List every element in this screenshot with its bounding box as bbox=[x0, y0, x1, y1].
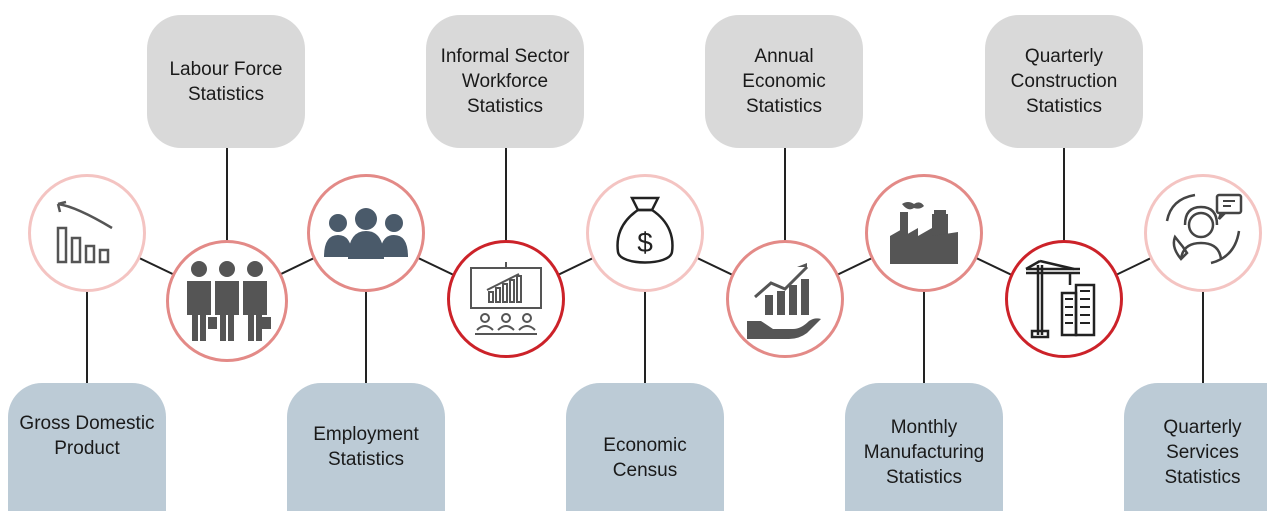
growth-chart-hand-icon bbox=[747, 263, 821, 339]
topic-label-line: Statistics bbox=[1164, 466, 1241, 488]
topic-label-line: Annual bbox=[754, 46, 814, 67]
declining-bar-chart-icon bbox=[56, 200, 113, 264]
money-bag-icon: $ bbox=[616, 196, 674, 264]
topic-label-line: Monthly bbox=[890, 416, 958, 438]
team-people-icon bbox=[324, 208, 408, 259]
node-gross-domestic-product bbox=[28, 174, 146, 292]
construction-crane-icon bbox=[1025, 259, 1096, 339]
node-employment-statistics bbox=[307, 174, 425, 292]
topic-label-line: Statistics bbox=[466, 96, 544, 117]
topic-label-line: Economic bbox=[742, 71, 826, 92]
topic-label-line: Construction bbox=[1010, 71, 1118, 92]
node-monthly-manufacturing-statistics bbox=[865, 174, 983, 292]
topic-label-line: Quarterly bbox=[1163, 416, 1242, 438]
topic-label-line: Workforce bbox=[461, 71, 549, 92]
topic-label-line: Services bbox=[1166, 441, 1239, 463]
topic-label-line: Gross Domestic bbox=[19, 413, 155, 434]
topic-label-line: Statistics bbox=[327, 449, 405, 470]
topic-label-line: Manufacturing bbox=[863, 441, 985, 463]
topic-label-line: Product bbox=[54, 438, 120, 459]
topic-label-line: Economic bbox=[603, 435, 687, 456]
topic-label-line: Statistics bbox=[745, 96, 823, 117]
node-quarterly-services-statistics bbox=[1144, 174, 1262, 292]
topic-label-line: Statistics bbox=[1025, 96, 1103, 117]
topic-label-line: Census bbox=[612, 460, 678, 481]
topic-label-line: Informal Sector bbox=[440, 46, 570, 67]
branch-lines bbox=[86, 148, 1204, 383]
topic-label-line: Statistics bbox=[187, 83, 265, 105]
node-economic-census: $ bbox=[586, 174, 704, 292]
topic-label-line: Statistics bbox=[885, 466, 963, 488]
workers-group-icon bbox=[187, 261, 271, 341]
svg-text:$: $ bbox=[637, 227, 653, 258]
presentation-board-icon bbox=[470, 262, 542, 335]
factory-icon bbox=[890, 202, 958, 264]
node-quarterly-construction-statistics bbox=[1005, 240, 1123, 358]
node-informal-sector-workforce-statistics bbox=[447, 240, 565, 358]
node-labour-force-statistics bbox=[166, 240, 288, 362]
node-annual-economic-statistics bbox=[726, 240, 844, 358]
topic-label-line: Employment bbox=[313, 424, 419, 445]
customer-service-icon bbox=[1165, 193, 1243, 265]
topic-label-line: Quarterly bbox=[1024, 46, 1104, 67]
topic-label-line: Labour Force bbox=[169, 58, 283, 80]
